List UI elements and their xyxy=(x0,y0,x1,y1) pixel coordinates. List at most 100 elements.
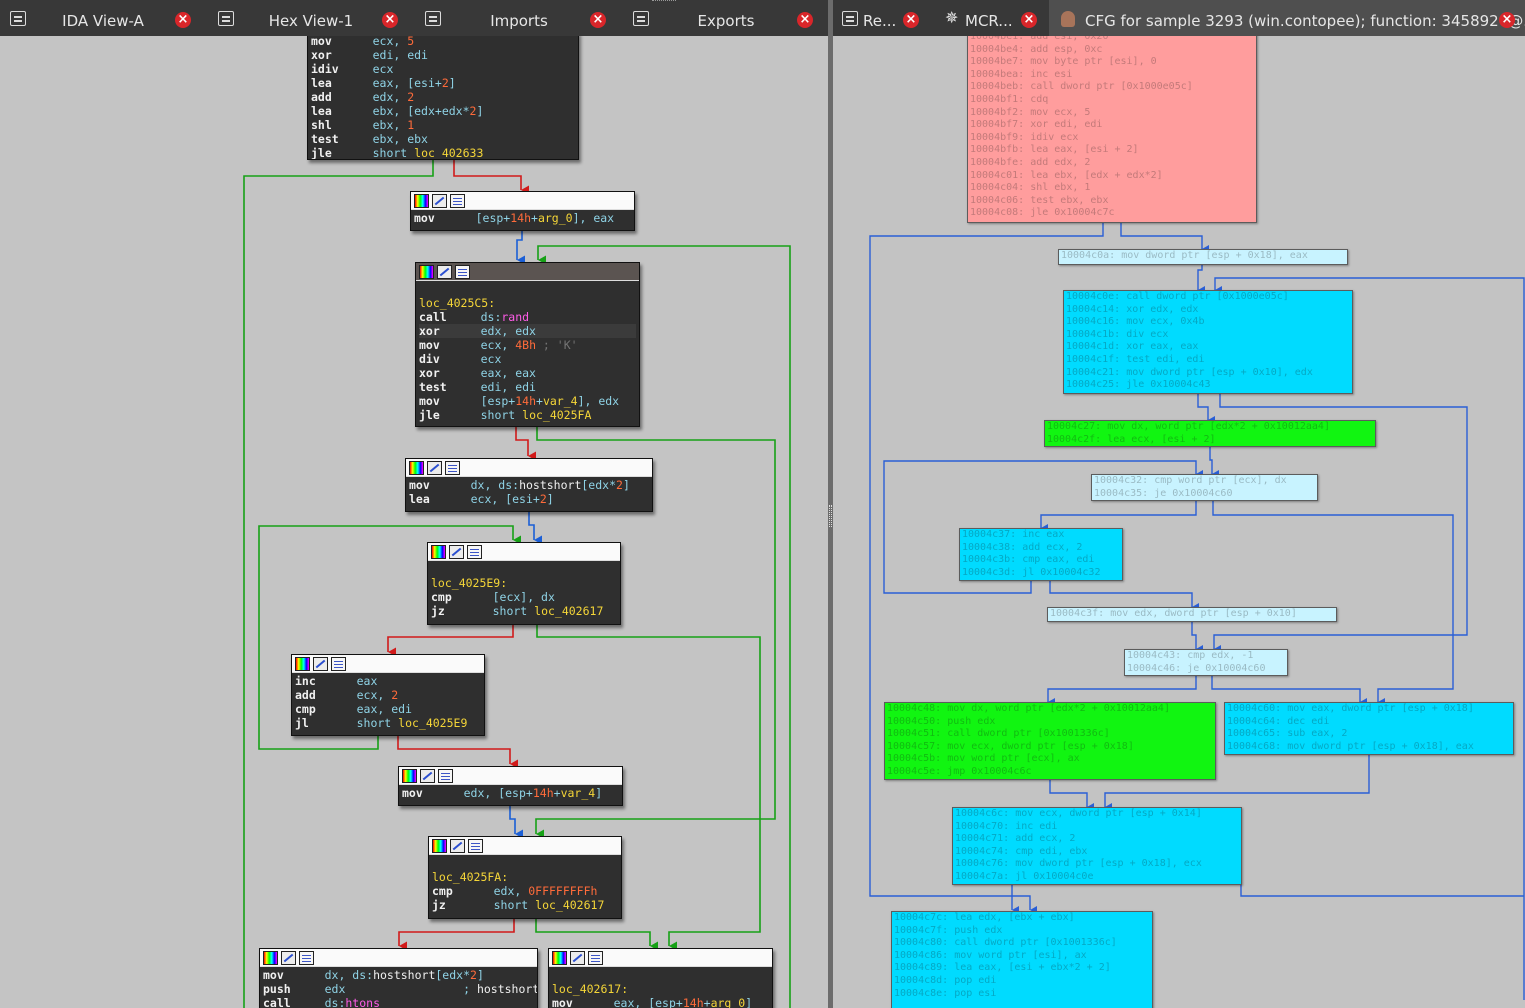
close-icon[interactable]: × xyxy=(1499,12,1515,28)
edit-icon[interactable] xyxy=(570,951,585,965)
color-icon[interactable] xyxy=(414,194,429,208)
tab-mcr[interactable]: ✵ MCR... × xyxy=(937,0,1049,36)
node-header[interactable] xyxy=(549,949,772,967)
color-icon[interactable] xyxy=(432,839,447,853)
color-icon[interactable] xyxy=(431,545,446,559)
close-icon[interactable]: × xyxy=(382,12,398,28)
edit-icon[interactable] xyxy=(449,545,464,559)
graph-node[interactable]: mov[esp+14h+arg_0], eax xyxy=(410,191,635,231)
tab-hex-view-1[interactable]: Hex View-1 × xyxy=(208,0,414,36)
edit-icon[interactable] xyxy=(281,951,296,965)
asm-line[interactable]: loc_4025C5: xyxy=(419,296,636,310)
node-header[interactable] xyxy=(406,459,652,477)
pane-splitter[interactable] xyxy=(828,0,833,1008)
edit-icon[interactable] xyxy=(437,265,452,279)
asm-line[interactable] xyxy=(552,968,769,982)
cfg-node[interactable]: 10004c60: mov eax, dword ptr [esp + 0x18… xyxy=(1224,702,1514,755)
tab-results[interactable]: Re... × xyxy=(833,0,929,36)
splitter-grip[interactable] xyxy=(829,505,832,527)
tab-cfg[interactable]: CFG for sample 3293 (win.contopee); func… xyxy=(1049,0,1525,36)
cfg-node[interactable]: 10004c27: mov dx, word ptr [edx*2 + 0x10… xyxy=(1044,420,1376,447)
color-icon[interactable] xyxy=(409,461,424,475)
asm-line[interactable]: loc_4025FA: xyxy=(432,870,618,884)
cfg-node[interactable]: 10004c3f: mov edx, dword ptr [esp + 0x10… xyxy=(1047,607,1337,622)
close-icon[interactable]: × xyxy=(1021,12,1037,28)
asm-line[interactable]: mov[esp+14h+arg_0], eax xyxy=(414,211,631,225)
graph-icon[interactable] xyxy=(468,839,483,853)
close-icon[interactable]: × xyxy=(903,12,919,28)
graph-icon[interactable] xyxy=(438,769,453,783)
graph-icon[interactable] xyxy=(455,265,470,279)
color-icon[interactable] xyxy=(402,769,417,783)
graph-icon[interactable] xyxy=(299,951,314,965)
node-header[interactable] xyxy=(416,263,639,281)
cfg-node[interactable]: 10004c6c: mov ecx, dword ptr [esp + 0x14… xyxy=(952,807,1242,885)
node-header[interactable] xyxy=(399,767,622,785)
cfg-node[interactable]: 10004c7c: lea edx, [ebx + ebx]10004c7f: … xyxy=(891,911,1153,1008)
node-header[interactable] xyxy=(429,837,621,855)
close-icon[interactable]: × xyxy=(797,12,813,28)
tab-ida-view-a[interactable]: IDA View-A × xyxy=(0,0,206,36)
color-icon[interactable] xyxy=(419,265,434,279)
color-icon[interactable] xyxy=(263,951,278,965)
edit-icon[interactable] xyxy=(432,194,447,208)
node-header[interactable] xyxy=(428,543,620,561)
node-header[interactable] xyxy=(260,949,537,967)
cfg-node[interactable]: 10004c0e: call dword ptr [0x1000e05c]100… xyxy=(1063,290,1353,394)
graph-icon[interactable] xyxy=(331,657,346,671)
edit-icon[interactable] xyxy=(420,769,435,783)
edit-icon[interactable] xyxy=(313,657,328,671)
close-icon[interactable]: × xyxy=(590,12,606,28)
graph-icon[interactable] xyxy=(467,545,482,559)
close-icon[interactable]: × xyxy=(175,12,191,28)
asm-line[interactable]: cmp[ecx], dx xyxy=(431,590,617,604)
graph-icon[interactable] xyxy=(445,461,460,475)
node-header[interactable] xyxy=(411,192,634,210)
color-icon[interactable] xyxy=(295,657,310,671)
edit-icon[interactable] xyxy=(427,461,442,475)
node-header[interactable] xyxy=(292,655,484,673)
asm-line[interactable]: loc_4025E9: xyxy=(431,576,617,590)
asm-line[interactable] xyxy=(432,856,618,870)
drag-grip[interactable] xyxy=(652,0,676,3)
asm-line[interactable] xyxy=(419,282,636,296)
graph-icon[interactable] xyxy=(450,194,465,208)
tab-imports[interactable]: Imports × xyxy=(416,0,622,36)
